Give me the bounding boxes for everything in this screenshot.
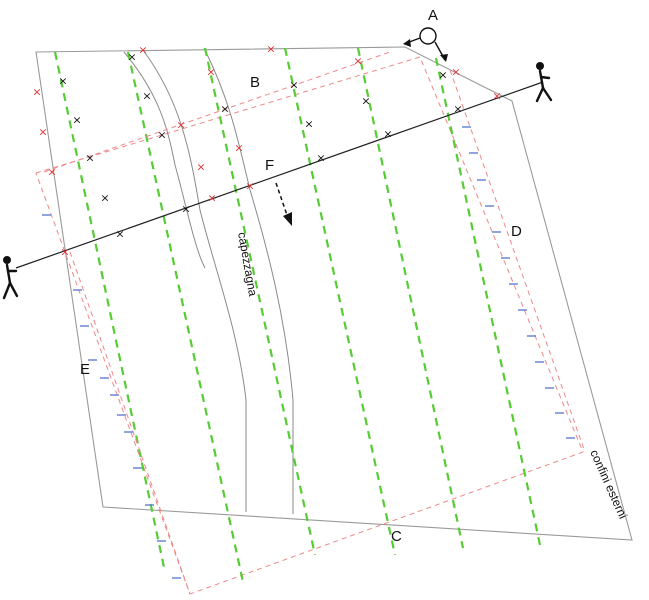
- black-mark: ×: [289, 79, 298, 92]
- black-mark: ×: [304, 118, 313, 131]
- black-mark: ×: [361, 95, 370, 108]
- blue-ticks-D: [462, 126, 575, 439]
- label-capezzagna: capezzagna: [235, 231, 260, 297]
- offset-guide-E: [69, 251, 191, 595]
- black-mark: ×: [453, 103, 462, 116]
- black-marks: × × × × × × × × × × × × × × × × ×: [58, 51, 462, 241]
- red-mark: ×: [234, 142, 243, 155]
- blue-ticks-E: [42, 214, 181, 579]
- field-boundary: [35, 46, 633, 541]
- outer-offset-boundary: [35, 56, 584, 595]
- red-mark: ×: [38, 126, 47, 139]
- black-mark: ×: [181, 203, 190, 216]
- walking-person-icon: [535, 62, 553, 103]
- black-mark: ×: [72, 114, 81, 127]
- offset-guide-D: [449, 69, 586, 453]
- red-mark: ×: [196, 161, 205, 174]
- black-mark: ×: [142, 90, 151, 103]
- black-mark: ×: [383, 128, 392, 141]
- black-mark: ×: [220, 103, 229, 116]
- black-mark: ×: [316, 152, 325, 165]
- label-E: E: [80, 361, 90, 378]
- label-C: C: [391, 528, 402, 545]
- black-mark: ×: [438, 69, 447, 82]
- red-mark: ×: [206, 66, 215, 79]
- red-mark: ×: [138, 44, 147, 57]
- black-mark: ×: [115, 228, 124, 241]
- planting-rows: [53, 47, 542, 583]
- walking-person-icon: [2, 256, 19, 300]
- red-mark: ×: [176, 119, 185, 132]
- capezzagna-left-edge: [142, 49, 247, 512]
- red-mark: ×: [32, 86, 41, 99]
- planting-row: [203, 47, 317, 556]
- label-D: D: [511, 223, 522, 240]
- surveyor-rotation-icon: [403, 27, 448, 62]
- label-B: B: [250, 74, 260, 91]
- red-mark: ×: [60, 246, 69, 259]
- survey-line-F: [15, 81, 544, 269]
- red-mark: ×: [492, 90, 501, 103]
- offset-guides: [43, 51, 586, 595]
- capezzagna-right-edge: [203, 47, 294, 514]
- red-mark: ×: [47, 166, 56, 179]
- planting-row: [434, 57, 542, 546]
- red-mark: ×: [451, 66, 460, 79]
- label-F: F: [265, 157, 274, 174]
- dashed-arrow-icon: [275, 182, 292, 226]
- planting-row: [126, 51, 245, 583]
- black-mark: ×: [157, 129, 166, 142]
- label-A: A: [428, 7, 438, 24]
- red-mark: ×: [353, 55, 362, 68]
- offset-guide-B: [43, 51, 391, 173]
- black-mark: ×: [58, 75, 67, 88]
- capezzagna-inner-edge: [123, 51, 206, 269]
- planting-row: [283, 47, 397, 556]
- label-confini-esterni: confini esterni: [587, 448, 630, 521]
- red-mark: ×: [245, 180, 254, 193]
- red-mark: ×: [207, 192, 216, 205]
- red-mark: ×: [266, 43, 275, 56]
- black-mark: ×: [127, 51, 136, 64]
- planting-row: [53, 51, 167, 573]
- black-mark: ×: [100, 192, 109, 205]
- planting-row: [356, 47, 465, 549]
- red-marks: × × × × × × × × × × × × × × ×: [32, 43, 501, 259]
- black-mark: ×: [85, 152, 94, 165]
